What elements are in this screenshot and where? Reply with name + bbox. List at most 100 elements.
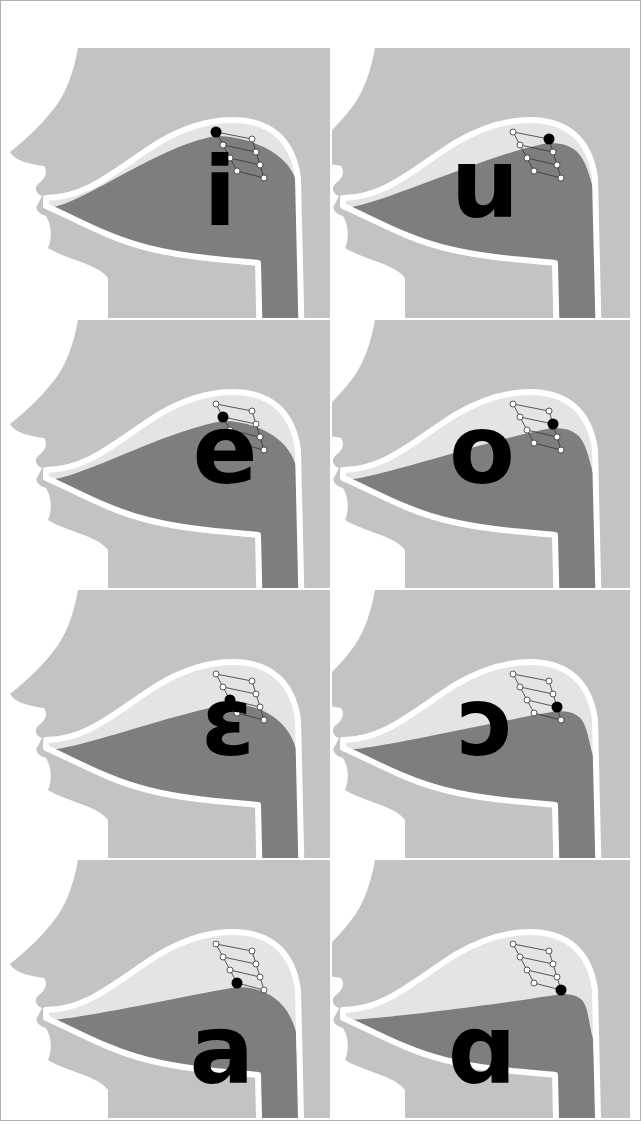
quadrilateral-point bbox=[517, 954, 523, 960]
quadrilateral-point bbox=[554, 162, 560, 168]
vowel-quadrilateral bbox=[216, 944, 264, 990]
head-panel bbox=[332, 590, 630, 858]
vocal-tract-wall bbox=[46, 120, 302, 318]
quadrilateral-point bbox=[531, 440, 537, 446]
quadrilateral-point bbox=[558, 447, 564, 453]
head-profile bbox=[8, 320, 302, 588]
tongue bbox=[46, 421, 302, 588]
quadrilateral-point bbox=[531, 710, 537, 716]
quadrilateral-point bbox=[546, 408, 552, 414]
panel-group bbox=[0, 48, 630, 1121]
head-panel bbox=[8, 860, 330, 1118]
head-panel bbox=[8, 320, 330, 588]
head-panel bbox=[332, 48, 630, 318]
oral-cavity bbox=[46, 932, 302, 1118]
quadrilateral-point bbox=[531, 168, 537, 174]
quadrilateral-grid bbox=[520, 687, 557, 707]
head-panel bbox=[8, 48, 330, 318]
quadrilateral-point bbox=[220, 954, 226, 960]
column-divider bbox=[330, 48, 332, 1118]
quadrilateral-point bbox=[213, 941, 219, 947]
head-profile bbox=[332, 320, 599, 588]
quadrilateral-point bbox=[257, 974, 263, 980]
quadrilateral-point bbox=[524, 155, 530, 161]
tongue-position-dot bbox=[548, 419, 559, 430]
quadrilateral-point bbox=[524, 427, 530, 433]
vowel-symbol: i bbox=[204, 144, 237, 240]
quadrilateral-point bbox=[257, 162, 263, 168]
quadrilateral-grid bbox=[520, 957, 557, 977]
tongue-position-dot bbox=[211, 127, 222, 138]
oral-cavity bbox=[343, 120, 599, 318]
vowel-quadrilateral bbox=[513, 674, 561, 720]
vocal-tract-wall bbox=[46, 932, 302, 1118]
quadrilateral-point bbox=[253, 961, 259, 967]
head-profile bbox=[8, 860, 302, 1118]
quadrilateral-point bbox=[550, 691, 556, 697]
face-outline bbox=[332, 860, 405, 1118]
vowel-symbol: ɔ bbox=[458, 674, 515, 770]
vowel-symbol: ɑ bbox=[448, 1002, 517, 1098]
vocal-tract-wall bbox=[343, 392, 599, 588]
quadrilateral-point bbox=[554, 974, 560, 980]
quadrilateral-point bbox=[550, 149, 556, 155]
vowel-quadrilateral bbox=[513, 404, 561, 450]
vocal-tract-wall bbox=[46, 662, 302, 858]
quadrilateral-point bbox=[510, 129, 516, 135]
quadrilateral-point bbox=[261, 987, 267, 993]
quadrilateral-point bbox=[550, 961, 556, 967]
tongue-position-dot bbox=[552, 702, 563, 713]
quadrilateral-point bbox=[558, 175, 564, 181]
vocal-tract-wall bbox=[46, 392, 302, 588]
quadrilateral-point bbox=[524, 697, 530, 703]
oral-cavity bbox=[343, 392, 599, 588]
face-outline bbox=[8, 860, 108, 1118]
quadrilateral-point bbox=[261, 175, 267, 181]
tongue-position-dot bbox=[556, 985, 567, 996]
quadrilateral-point bbox=[517, 684, 523, 690]
vowel-quadrilateral bbox=[513, 132, 561, 178]
head-panel bbox=[8, 590, 330, 858]
vowel-symbol: e bbox=[192, 402, 257, 498]
vowel-symbol: a bbox=[190, 1002, 255, 1098]
vowel-quadrilateral bbox=[513, 944, 561, 990]
quadrilateral-point bbox=[510, 941, 516, 947]
quadrilateral-point bbox=[249, 136, 255, 142]
vocal-tract-wall bbox=[343, 120, 599, 318]
oral-cavity bbox=[46, 662, 302, 858]
tongue-position-dot bbox=[232, 978, 243, 989]
head-profile bbox=[332, 48, 599, 318]
head-profile bbox=[332, 860, 599, 1118]
head-panel bbox=[332, 860, 630, 1118]
tongue-position-dot bbox=[544, 134, 555, 145]
oral-cavity bbox=[46, 120, 302, 318]
quadrilateral-point bbox=[554, 434, 560, 440]
vowel-symbol: o bbox=[449, 402, 515, 498]
quadrilateral-point bbox=[257, 434, 263, 440]
quadrilateral-point bbox=[257, 704, 263, 710]
oral-cavity bbox=[46, 392, 302, 588]
tongue bbox=[46, 704, 302, 858]
quadrilateral-point bbox=[546, 678, 552, 684]
quadrilateral-grid bbox=[520, 145, 557, 165]
quadrilateral-point bbox=[249, 948, 255, 954]
head-profile bbox=[332, 590, 599, 858]
tongue bbox=[343, 994, 599, 1118]
tongue bbox=[46, 987, 302, 1118]
head-panel bbox=[332, 320, 630, 588]
vowel-symbol: u bbox=[451, 136, 519, 232]
quadrilateral-point bbox=[261, 717, 267, 723]
head-profile bbox=[8, 590, 302, 858]
quadrilateral-point bbox=[524, 967, 530, 973]
oral-cavity bbox=[343, 662, 599, 858]
quadrilateral-point bbox=[261, 447, 267, 453]
quadrilateral-point bbox=[227, 967, 233, 973]
quadrilateral-point bbox=[531, 980, 537, 986]
quadrilateral-grid bbox=[223, 957, 260, 977]
head-profile bbox=[8, 48, 302, 318]
vowel-symbol: ɛ bbox=[201, 674, 254, 770]
quadrilateral-point bbox=[558, 717, 564, 723]
quadrilateral-point bbox=[546, 948, 552, 954]
